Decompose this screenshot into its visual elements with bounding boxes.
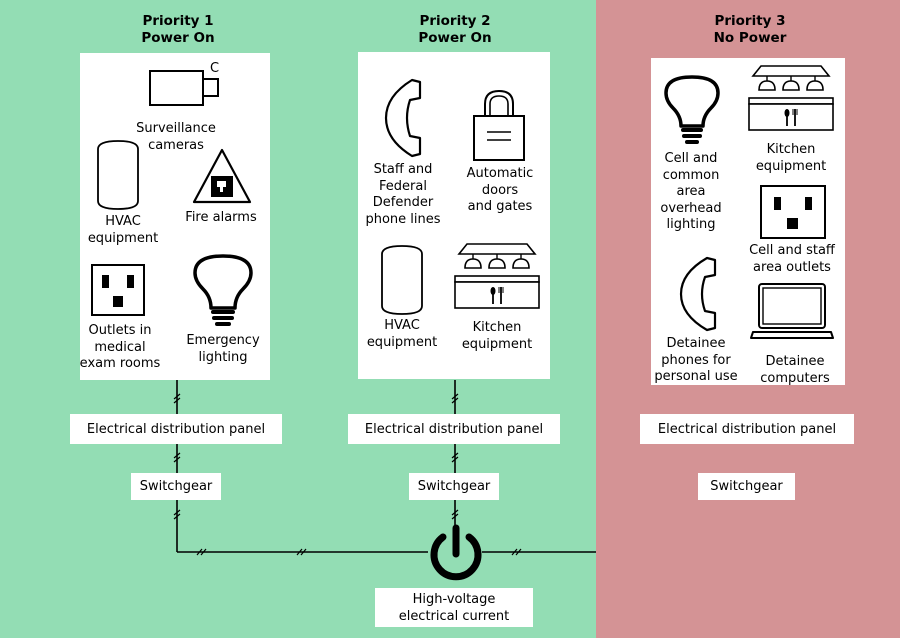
power-outlet-icon — [91, 264, 145, 316]
cell-lighting-label: Cell and common area overhead lighting — [660, 151, 722, 232]
priority3-status: No Power — [713, 30, 787, 46]
priority1-switchgear: Switchgear — [131, 473, 221, 500]
priority2-header: Priority 2 Power On — [397, 13, 513, 47]
camera-icon: C — [149, 61, 219, 106]
automatic-doors-label: Automatic doors and gates — [466, 166, 534, 214]
detainee-computers-label: Detainee computers — [760, 354, 830, 386]
priority1-status: Power On — [141, 30, 215, 46]
priority3-title: Priority 3 — [714, 13, 786, 29]
priority3-switchgear: Switchgear — [698, 473, 795, 500]
hvac-equipment-label: HVAC equipment — [366, 318, 438, 350]
fire-alarm-icon — [192, 148, 252, 204]
wires — [176, 380, 596, 553]
phone-handset-icon — [679, 256, 717, 332]
priority2-status: Power On — [418, 30, 492, 46]
priority3-header: Priority 3 No Power — [692, 13, 808, 47]
staff-phone-lines-label: Staff and Federal Defender phone lines — [365, 162, 441, 227]
kitchen-equipment-label: Kitchen equipment — [755, 142, 827, 174]
priority2-distribution-panel: Electrical distribution panel — [348, 414, 560, 444]
hvac-equipment-label: HVAC equipment — [87, 214, 159, 246]
priority1-title: Priority 1 — [142, 13, 214, 29]
light-bulb-icon — [193, 254, 253, 326]
padlock-icon — [473, 89, 525, 161]
laptop-icon — [750, 283, 834, 339]
camera-letter: C — [210, 61, 219, 76]
surveillance-cameras-label: Surveillance cameras — [136, 121, 216, 153]
cell-staff-outlets-label: Cell and staff area outlets — [749, 243, 835, 275]
kitchen-icon — [454, 243, 540, 309]
high-voltage-source-label: High-voltage electrical current — [375, 588, 533, 627]
priority1-distribution-panel: Electrical distribution panel — [70, 414, 282, 444]
priority1-header: Priority 1 Power On — [120, 13, 236, 47]
detainee-phones-label: Detainee phones for personal use — [654, 336, 738, 384]
priority3-distribution-panel: Electrical distribution panel — [640, 414, 854, 444]
emergency-lighting-label: Emergency lighting — [186, 333, 260, 365]
priority2-title: Priority 2 — [419, 13, 491, 29]
power-outlet-icon — [760, 185, 826, 239]
priority1-loads-panel: C Surveillance cameras HVAC equipment Fi… — [80, 53, 270, 380]
circuit-breaker-marks — [173, 393, 522, 556]
priority2-switchgear: Switchgear — [409, 473, 499, 500]
kitchen-icon — [748, 65, 834, 131]
kitchen-equipment-label: Kitchen equipment — [461, 320, 533, 352]
fire-alarms-label: Fire alarms — [185, 210, 257, 225]
power-symbol-icon — [430, 524, 482, 581]
phone-handset-icon — [384, 78, 422, 158]
priority3-loads-panel: Cell and common area overhead lighting K… — [651, 58, 845, 386]
hvac-unit-icon — [97, 140, 139, 210]
medical-outlets-label: Outlets in medical exam rooms — [79, 323, 161, 371]
hvac-unit-icon — [381, 245, 423, 315]
light-bulb-icon — [664, 75, 720, 144]
priority2-loads-panel: Staff and Federal Defender phone lines A… — [358, 52, 550, 379]
